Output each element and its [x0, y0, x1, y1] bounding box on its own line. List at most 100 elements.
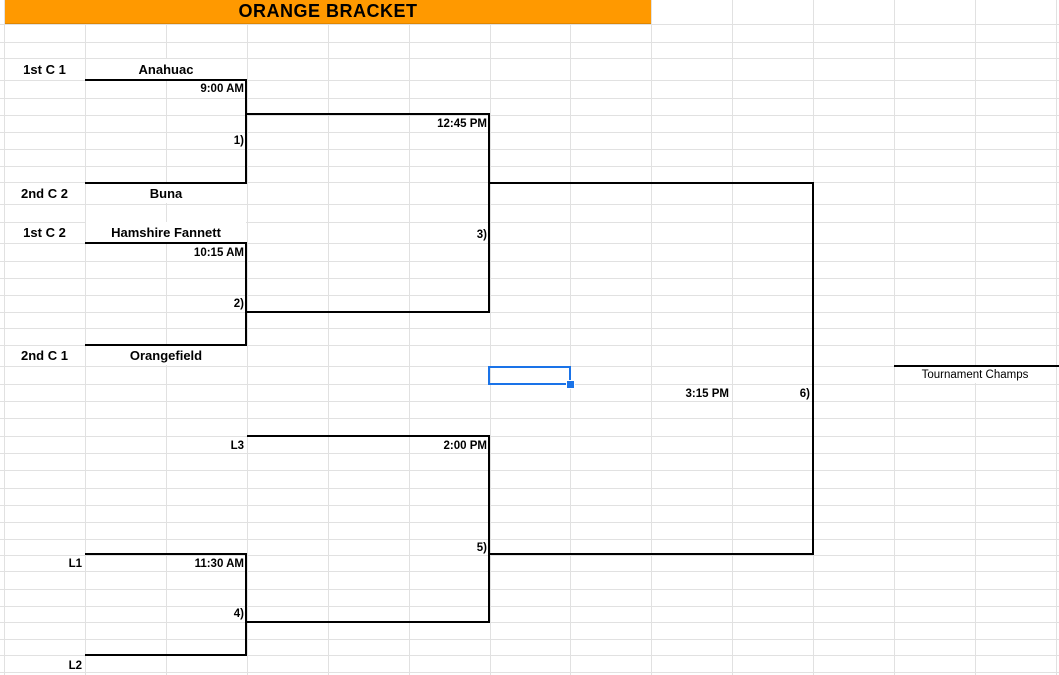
merged-cell-champs[interactable] [895, 367, 1055, 383]
game3-number[interactable]: 3) [476, 228, 487, 241]
bracket-line-l3 [247, 435, 489, 437]
gridline-horizontal [0, 328, 1059, 330]
gridline-horizontal [0, 243, 1059, 245]
game4-number[interactable]: 4) [233, 608, 244, 620]
gridline-horizontal [0, 166, 1059, 167]
champion-label[interactable]: Tournament Champs [921, 369, 1029, 381]
seed-label-3[interactable]: 1st C 2 [23, 225, 66, 240]
gridline-horizontal [0, 132, 1059, 134]
gridline-horizontal [0, 622, 1059, 623]
gridline-horizontal [0, 435, 1059, 437]
bracket-line-orangefield-overline [85, 344, 247, 346]
team-anahuac[interactable]: Anahuac [138, 62, 194, 77]
bracket-line-game3-vertical [488, 112, 490, 313]
selected-cell[interactable] [488, 366, 571, 385]
loser-label-l2[interactable]: L2 [68, 660, 82, 672]
gridline-horizontal [0, 97, 1059, 99]
gridline-horizontal [0, 470, 1059, 472]
gridline-vertical [409, 0, 410, 675]
gridline-horizontal [0, 522, 1059, 524]
game1-number[interactable]: 1) [233, 135, 244, 147]
gridline-vertical [894, 0, 895, 675]
gridline-horizontal [0, 260, 1059, 262]
team-orangefield[interactable]: Orangefield [129, 348, 203, 363]
gridline-horizontal [0, 204, 1059, 205]
bracket-line-game1-vertical [245, 78, 247, 184]
game4-time[interactable]: 11:30 AM [194, 558, 244, 570]
team-buna[interactable]: Buna [149, 186, 183, 201]
gridline-horizontal [0, 149, 1059, 151]
gridline-horizontal [0, 588, 1059, 590]
game6-time[interactable]: 3:15 PM [685, 387, 729, 400]
seed-label-4[interactable]: 2nd C 1 [21, 348, 68, 363]
merged-cell-hamshire[interactable] [86, 222, 246, 242]
merged-cell-buna[interactable] [86, 183, 246, 203]
gridline-horizontal [0, 401, 1059, 402]
gridline-vertical [166, 0, 167, 675]
bracket-line-champion [894, 364, 1059, 367]
gridline-vertical [4, 0, 5, 675]
gridline-horizontal [0, 554, 1059, 556]
team-hamshire-fannett[interactable]: Hamshire Fannett [111, 225, 221, 240]
gridline-horizontal [0, 571, 1059, 573]
gridline-horizontal [0, 24, 1059, 25]
seed-label-2[interactable]: 2nd C 2 [21, 186, 68, 201]
bracket-title: ORANGE BRACKET [238, 1, 418, 21]
seed-label-1[interactable]: 1st C 1 [23, 62, 66, 77]
gridline-vertical [651, 0, 652, 675]
gridline-horizontal [0, 672, 1059, 673]
gridline-horizontal [0, 221, 1059, 223]
gridline-vertical [490, 0, 491, 675]
bracket-line-l2 [85, 654, 247, 656]
bracket-line-l1 [85, 552, 247, 555]
gridline-horizontal [0, 487, 1059, 489]
bracket-line-game6-vertical [812, 181, 814, 555]
bracket-line-game5-vertical [488, 435, 490, 623]
game3-time[interactable]: 12:45 PM [437, 117, 487, 130]
game5-number[interactable]: 5) [476, 541, 487, 554]
bracket-title-banner[interactable]: ORANGE BRACKET [5, 0, 651, 24]
gridline-horizontal [0, 41, 1059, 43]
gridline-vertical [975, 0, 976, 675]
loser-label-l1[interactable]: L1 [68, 558, 82, 570]
gridline-vertical [570, 0, 571, 675]
gridline-horizontal [0, 344, 1059, 346]
bracket-line-game2-vertical [245, 242, 247, 346]
merged-cell-anahuac[interactable] [86, 59, 246, 79]
gridline-horizontal [0, 418, 1059, 420]
bracket-line-game4-vertical [245, 552, 247, 656]
game6-number[interactable]: 6) [799, 387, 810, 400]
bracket-line-anahuac-underline [85, 78, 247, 81]
bracket-line-game4-winner [247, 621, 489, 623]
game2-time[interactable]: 10:15 AM [193, 246, 244, 259]
game5-time[interactable]: 2:00 PM [443, 440, 487, 452]
bracket-line-buna-overline [85, 181, 247, 184]
gridline-horizontal [0, 80, 1059, 81]
gridline-vertical [247, 0, 248, 675]
gridline-vertical [732, 0, 733, 675]
gridline-horizontal [0, 453, 1059, 454]
bracket-line-game2-winner [247, 310, 489, 313]
gridline-vertical [1056, 0, 1057, 675]
bracket-line-game3-winner [490, 181, 813, 184]
gridline-horizontal [0, 58, 1059, 60]
merged-cell-orangefield[interactable] [86, 345, 246, 365]
gridline-vertical [328, 0, 329, 675]
bracket-line-hamshire-underline [85, 242, 247, 244]
gridline-horizontal [0, 295, 1059, 296]
selection-fill-handle[interactable] [566, 380, 575, 389]
game2-number[interactable]: 2) [233, 298, 244, 310]
bracket-line-game5-winner [490, 552, 814, 555]
gridline-horizontal [0, 655, 1059, 656]
game1-time[interactable]: 9:00 AM [200, 83, 244, 95]
gridline-horizontal [0, 115, 1059, 116]
bracket-line-game1-winner [247, 112, 489, 115]
gridline-vertical [85, 0, 86, 675]
loser-label-l3[interactable]: L3 [230, 440, 244, 452]
gridline-horizontal [0, 311, 1059, 313]
gridline-horizontal [0, 538, 1059, 540]
gridline-horizontal [0, 605, 1059, 607]
gridline-horizontal [0, 638, 1059, 640]
gridline-horizontal [0, 505, 1059, 506]
